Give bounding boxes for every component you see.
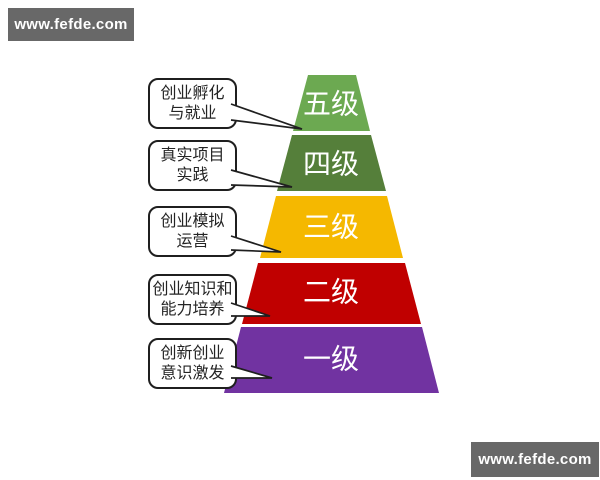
callout-level-3-line2: 运营 [176, 232, 209, 250]
callout-pointer-level-3 [230, 235, 282, 253]
pyramid-level-4-shape [277, 135, 386, 191]
callout-level-5-line2: 与就业 [168, 104, 217, 122]
callout-level-1: 创新创业 意识激发 [148, 338, 237, 389]
pyramid-level-5-shape [293, 75, 370, 131]
pyramid-level-5-label: 五级 [303, 89, 359, 120]
pyramid-level-3-label: 三级 [303, 212, 359, 243]
watermark-bottom-right: www.fefde.com [471, 442, 599, 477]
callout-level-3: 创业模拟 运营 [148, 206, 237, 257]
callout-pointer-level-4 [230, 169, 293, 188]
callout-level-4-line1: 真实项目 [160, 146, 225, 164]
callout-level-2-line2: 能力培养 [160, 300, 225, 318]
watermark-text: www.fefde.com [478, 451, 592, 468]
callout-level-2-line1: 创业知识和 [152, 280, 233, 298]
callout-level-1-line2: 意识激发 [160, 364, 225, 382]
callout-level-5: 创业孵化 与就业 [148, 78, 237, 129]
callout-pointer-level-5 [230, 103, 303, 130]
callout-level-1-line1: 创新创业 [160, 344, 225, 362]
callout-level-3-line1: 创业模拟 [160, 212, 225, 230]
watermark-text: www.fefde.com [14, 16, 128, 33]
pyramid-level-1-label: 一级 [303, 344, 359, 375]
callout-pointer-level-1 [230, 365, 273, 379]
pyramid-level-1-shape [224, 327, 439, 393]
callout-level-4-line2: 实践 [176, 166, 209, 184]
callout-level-2: 创业知识和 能力培养 [148, 274, 237, 325]
watermark-top-left: www.fefde.com [8, 8, 134, 41]
pyramid-level-3-shape [260, 196, 403, 258]
pyramid-level-2-shape [242, 263, 421, 324]
pyramid-level-2-label: 二级 [303, 277, 359, 308]
callout-level-5-line1: 创业孵化 [160, 84, 225, 102]
pyramid-level-4-label: 四级 [303, 149, 359, 180]
callout-level-4: 真实项目 实践 [148, 140, 237, 191]
